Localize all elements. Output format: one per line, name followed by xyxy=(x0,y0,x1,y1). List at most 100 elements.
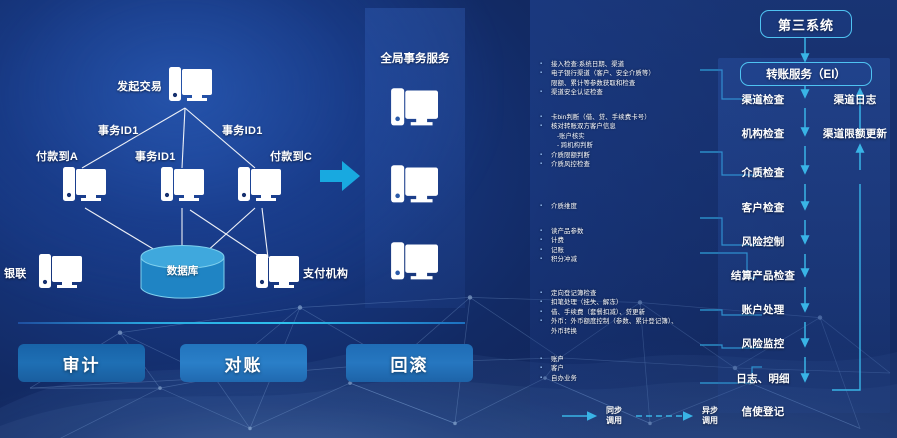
bullet-dot-icon: ▪ xyxy=(540,161,543,168)
process-detail-panel xyxy=(530,0,897,438)
bullet-dot-icon: ▪ xyxy=(540,237,543,244)
legend-sync-label: 同步 调用 xyxy=(594,406,634,426)
bullet-dot-icon: ▪ xyxy=(540,203,543,209)
bullet-group-access-check: ▪ 接入检查:系统日期、渠道 ▪ 电子银行渠道（客户、安全介质等）限额、累计等参数获取… xyxy=(540,60,655,98)
bullet-line: ▪渠道安全认证检查 xyxy=(540,88,655,97)
bullet-text: 计费 xyxy=(551,237,564,245)
bullet-dot-icon: ▪ xyxy=(540,374,543,381)
legend-async-label: 异步 调用 xyxy=(690,406,730,426)
bullet-group-card-check: ▪卡bin判断（借、贷、手续费卡号）▪核对转账双方客户信息-账户核实- 跨机构判… xyxy=(540,113,651,169)
bullet-dot-icon: ▪ xyxy=(540,61,543,67)
global-transaction-service-title: 全局事务服务 xyxy=(380,53,450,65)
bullet-dot-icon: ▪ xyxy=(540,318,543,325)
label-payment-gateway: 支付机构 xyxy=(303,268,349,280)
label-unionpay: 银联 xyxy=(4,268,27,280)
bullet-dot-icon: ▪ xyxy=(540,356,543,362)
bullet-dot-icon: ▪ xyxy=(540,299,543,306)
edge-label-txid-2: 事务ID1 xyxy=(135,151,176,163)
bullet-list-container: ▪ 接入检查:系统日期、渠道 ▪ 电子银行渠道（客户、安全介质等）限额、累计等参数获取… xyxy=(540,0,720,438)
bullet-group-register-check: ▪定向登记簿检查▪扣笔处理（挂失、解冻）▪借、手续费（套餐扣减）、贷更新▪外币：… xyxy=(540,289,678,336)
bullet-line: ▪ 账户 xyxy=(540,355,577,364)
legend-sync-line2: 调用 xyxy=(606,416,622,425)
bullet-line: ▪ 扣笔处理（挂失、解冻） xyxy=(540,298,678,307)
legend-async-line1: 异步 xyxy=(702,406,718,415)
pc-icon-gts-3 xyxy=(390,240,438,286)
audit-button[interactable]: 审计 xyxy=(18,344,145,382)
bullet-text: 接入检查:系统日期、渠道 xyxy=(551,61,625,68)
bullet-dot-icon: ▪ xyxy=(540,290,543,296)
legend-sync-line1: 同步 xyxy=(606,406,622,415)
bullet-line: -账户核实 xyxy=(540,132,651,141)
bullet-text: 介质风控检查 xyxy=(551,161,590,169)
bullet-dot-icon: ▪ xyxy=(540,70,543,77)
bullet-text: 介质限额判断 xyxy=(551,151,590,159)
node-transfer-service: 转账服务（EI） xyxy=(740,62,872,86)
bullet-group-account-customer: ▪ 账户 ▪ 客户▪自办业务 xyxy=(540,355,577,383)
rollback-button[interactable]: 回滚 xyxy=(346,344,473,382)
legend-async-line2: 调用 xyxy=(702,416,718,425)
bullet-line: ▪借、手续费（套餐扣减）、贷更新 xyxy=(540,308,678,317)
reconcile-button[interactable]: 对账 xyxy=(180,344,307,382)
pc-icon-gts-2 xyxy=(390,163,438,209)
bullet-text: 记账 xyxy=(551,246,564,254)
bullet-line: ▪ 电子银行渠道（客户、安全介质等） xyxy=(540,69,655,78)
bullet-text: 借、手续费（套餐扣减）、贷更新 xyxy=(551,308,646,316)
bullet-text: 渠道安全认证检查 xyxy=(551,89,603,97)
label-payC: 付款到C xyxy=(270,151,313,163)
bullet-dot-icon: ▪ xyxy=(540,114,543,120)
node-third-system: 第三系统 xyxy=(760,10,852,38)
flow-node-4: 客户检查 xyxy=(741,202,785,214)
bullet-group-product-params: ▪ 读产品参数 ▪ 计费 ▪ 记账 ▪ 积分冲减 xyxy=(540,227,583,265)
flow-return-node-1: 渠道日志 xyxy=(833,94,877,106)
bullet-line: ▪ 接入检查:系统日期、渠道 xyxy=(540,60,655,69)
bullet-line: ▪ 记账 xyxy=(540,246,583,255)
bullet-text: 核对转账双方客户信息 xyxy=(551,123,616,131)
bullet-line: ▪ 定向登记簿检查 xyxy=(540,289,678,298)
bullet-text: 卡bin判断（借、贷、手续费卡号） xyxy=(551,114,651,121)
bullet-line: ▪ 介质维度 xyxy=(540,202,577,211)
flow-node-9: 日志、明细 xyxy=(736,373,790,385)
database-icon xyxy=(140,245,225,300)
bullet-line: ▪自办业务 xyxy=(540,374,577,383)
bullet-text: 定向登记簿检查 xyxy=(551,290,597,297)
flow-node-3: 介质检查 xyxy=(741,167,785,179)
flow-return-node-2: 渠道限额更新 xyxy=(822,128,888,140)
bullet-text: 电子银行渠道（客户、安全介质等） xyxy=(551,70,655,78)
flow-node-10: 信使登记 xyxy=(741,406,785,418)
flow-connectors-svg xyxy=(700,69,762,384)
bullet-line: ▪ 核对转账双方客户信息 xyxy=(540,122,651,131)
bullet-text: 读产品参数 xyxy=(551,228,584,235)
bullet-text: 扣笔处理（挂失、解冻） xyxy=(551,299,623,307)
legend-container: 同步 调用 异步 调用 xyxy=(560,398,740,438)
bullet-continuation-text: 限额、累计等参数获取和检查 xyxy=(551,79,636,87)
bullet-dot-icon: ▪ xyxy=(540,256,543,263)
bullet-line: ▪ 计费 xyxy=(540,236,583,245)
bullet-text: 介质维度 xyxy=(551,203,577,210)
label-payA: 付款到A xyxy=(36,151,79,163)
section-divider xyxy=(18,322,465,324)
bullet-line: ▪ 介质风控检查 xyxy=(540,160,651,169)
bullet-text: 外币：外币额度控制（参数、累计登记簿）、 xyxy=(551,318,678,326)
transaction-network-diagram: 数据库 发起交易 付款到A 付款到C 银联 支付机构 事务ID1 事务ID1 事… xyxy=(0,0,360,330)
bullet-continuation-text: 外币转换 xyxy=(551,327,577,335)
bullet-dot-icon: ▪ xyxy=(540,123,543,130)
bullet-line: ▪ 积分冲减 xyxy=(540,255,583,264)
bullet-text: 积分冲减 xyxy=(551,256,577,264)
flow-node-7: 账户处理 xyxy=(741,304,785,316)
database-cylinder xyxy=(140,245,225,299)
bullet-line: ▪ 介质限额判断 xyxy=(540,151,651,160)
bullet-text: 客户 xyxy=(551,365,564,373)
bullet-dot-icon: ▪ xyxy=(540,228,543,234)
bullet-line: ▪ 客户 xyxy=(540,364,577,373)
bullet-dot-icon: ▪ xyxy=(540,365,543,372)
flow-node-2: 机构检查 xyxy=(741,128,785,140)
bullet-text: 账户 xyxy=(551,356,564,363)
bullet-line: 限额、累计等参数获取和检查 xyxy=(540,79,655,88)
flow-node-8: 风险监控 xyxy=(741,338,785,350)
label-initiator: 发起交易 xyxy=(117,81,163,93)
bullet-subtext: -账户核实 xyxy=(557,132,585,140)
bullet-dot-icon: ▪ xyxy=(540,246,543,253)
bullet-group-media-dimension: ▪ 介质维度 xyxy=(540,202,577,211)
bullet-dot-icon: ▪ xyxy=(540,151,543,158)
